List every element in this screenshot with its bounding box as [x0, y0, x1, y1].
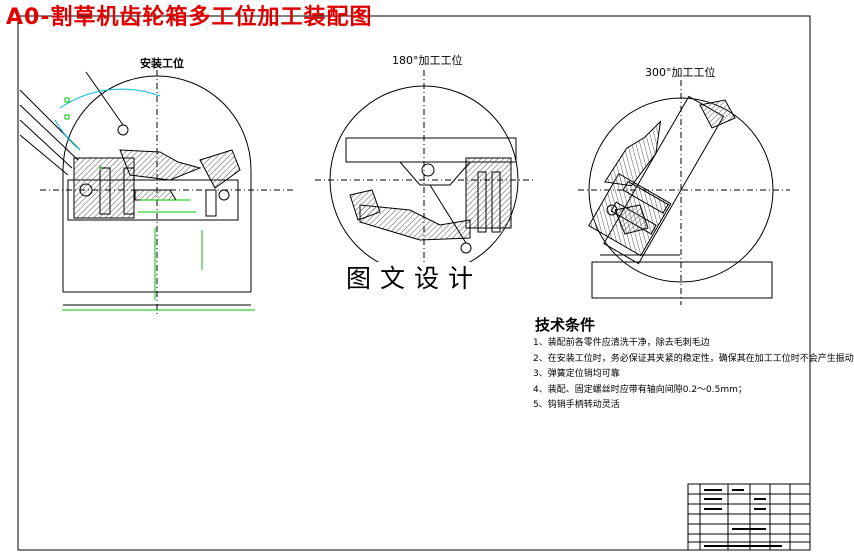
- view2-fixture-plate: [345, 137, 517, 163]
- view-3-label: 300°加工工位: [645, 66, 716, 79]
- technical-requirements-heading: 技术条件: [535, 316, 596, 334]
- requirement-item: 1、装配前各零件应清洗干净，除去毛刺毛边: [533, 338, 710, 348]
- requirement-item: 2、在安装工位时，务必保证其夹紧的稳定性，确保其在加工工位时不会产生振动: [533, 353, 854, 364]
- title-block: [687, 483, 811, 551]
- view1-fixture-plate: [67, 179, 239, 221]
- view-1-mounting-station: [19, 70, 295, 315]
- view-1-label: 安装工位: [140, 57, 184, 70]
- view1-rotation-arc: [59, 88, 161, 109]
- view-2-label: 180°加工工位: [392, 54, 463, 67]
- view1-base-outline: [62, 75, 252, 292]
- drawing-border: [17, 15, 811, 551]
- view-3-300-station: [578, 80, 790, 305]
- requirement-item: 4、装配、固定螺丝时应带有轴向间隙0.2～0.5mm；: [533, 384, 747, 395]
- requirement-item: 3、弹簧定位销均可靠: [533, 369, 620, 379]
- technical-requirements-list: 1、装配前各零件应清洗干净，除去毛刺毛边 2、在安装工位时，务必保证其夹紧的稳定…: [533, 336, 854, 414]
- watermark-text: 图文设计: [338, 262, 490, 296]
- requirement-item: 5、钩销手柄转动灵活: [533, 400, 620, 410]
- drawing-title: A0-割草机齿轮箱多工位加工装配图: [6, 5, 373, 30]
- assembly-drawing: [17, 15, 811, 551]
- view-2-180-station: [315, 70, 533, 292]
